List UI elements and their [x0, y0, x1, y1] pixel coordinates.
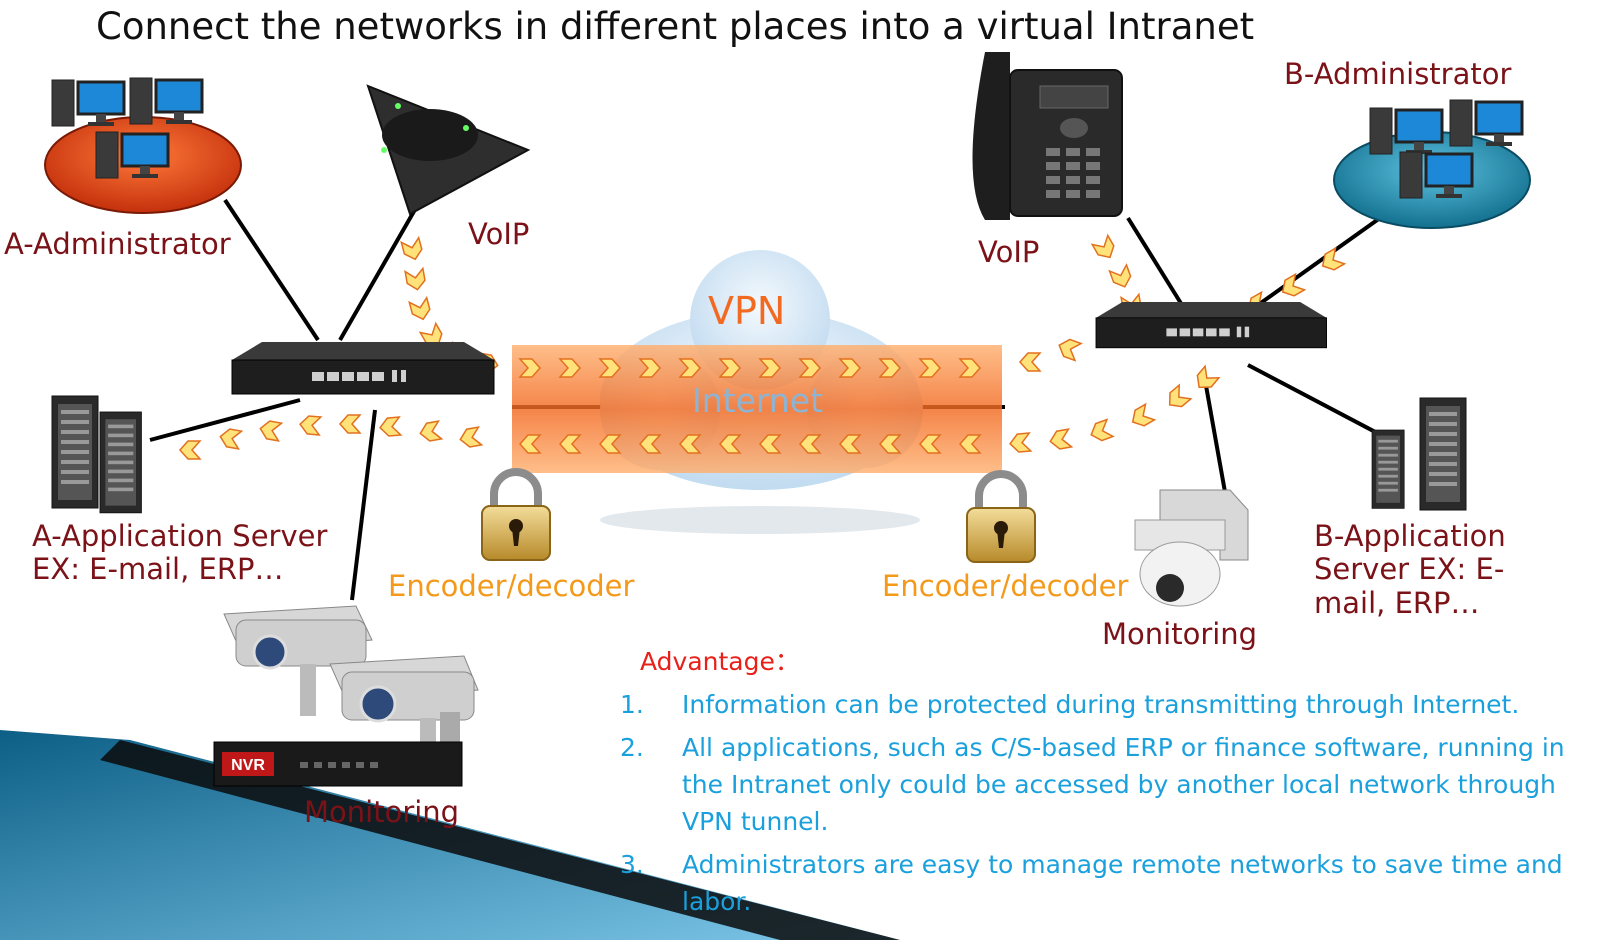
advantage-item-text: Information can be protected during tran…: [682, 690, 1520, 719]
nvr-recorder-icon: NVR: [213, 741, 463, 787]
server-rack-icon: [1371, 397, 1467, 511]
advantage-item: 1. Information can be protected during t…: [620, 686, 1580, 723]
decorative-band-shadow: [100, 740, 900, 940]
b-encoder-label: Encoder/decoder: [882, 569, 1129, 603]
router-switch-icon: [231, 341, 495, 395]
b-app-server-label: B-Application Server EX: E- mail, ERP…: [1314, 519, 1506, 620]
a-admin-label: A-Administrator: [4, 227, 231, 261]
padlock-icon: [967, 474, 1035, 562]
advantage-item-text: All applications, such as C/S-based ERP …: [682, 733, 1565, 836]
router-switch-icon: [1095, 301, 1328, 349]
nvr-label: NVR: [231, 757, 265, 774]
advantage-item: 2. All applications, such as C/S-based E…: [620, 729, 1580, 840]
advantage-list: 1. Information can be protected during t…: [620, 686, 1580, 926]
b-admin-label: B-Administrator: [1284, 57, 1512, 91]
padlock-icon: [482, 472, 550, 560]
voip-conference-phone-icon: [366, 84, 531, 216]
server-rack-icon: [51, 395, 142, 514]
vpn-label: VPN: [708, 289, 786, 333]
a-app-server-label: A-Application Server EX: E-mail, ERP…: [32, 519, 328, 587]
b-admin-group: [1333, 98, 1531, 229]
advantage-item-number: 3.: [620, 850, 644, 879]
page-title: Connect the networks in different places…: [96, 5, 1255, 48]
advantage-item-number: 1.: [620, 690, 644, 719]
a-monitoring-label: Monitoring: [304, 795, 460, 829]
a-admin-group: [44, 76, 242, 214]
a-encoder-label: Encoder/decoder: [388, 569, 635, 603]
internet-label: Internet: [692, 381, 824, 420]
desk-phone-icon: [972, 52, 1123, 220]
advantage-heading: Advantage：: [640, 647, 800, 676]
dome-camera-icon: [1134, 489, 1249, 607]
advantage-item: 3. Administrators are easy to manage rem…: [620, 846, 1580, 920]
a-voip-label: VoIP: [468, 217, 530, 251]
cctv-camera-icon: [329, 655, 479, 758]
vpn-tunnel: [512, 345, 1002, 473]
b-voip-label: VoIP: [978, 235, 1040, 269]
advantage-item-number: 2.: [620, 733, 644, 762]
desktop-computer-icon: [128, 76, 204, 126]
b-monitoring-label: Monitoring: [1102, 617, 1258, 651]
advantage-item-text: Administrators are easy to manage remote…: [682, 850, 1563, 916]
cctv-camera-icon: [223, 605, 373, 716]
